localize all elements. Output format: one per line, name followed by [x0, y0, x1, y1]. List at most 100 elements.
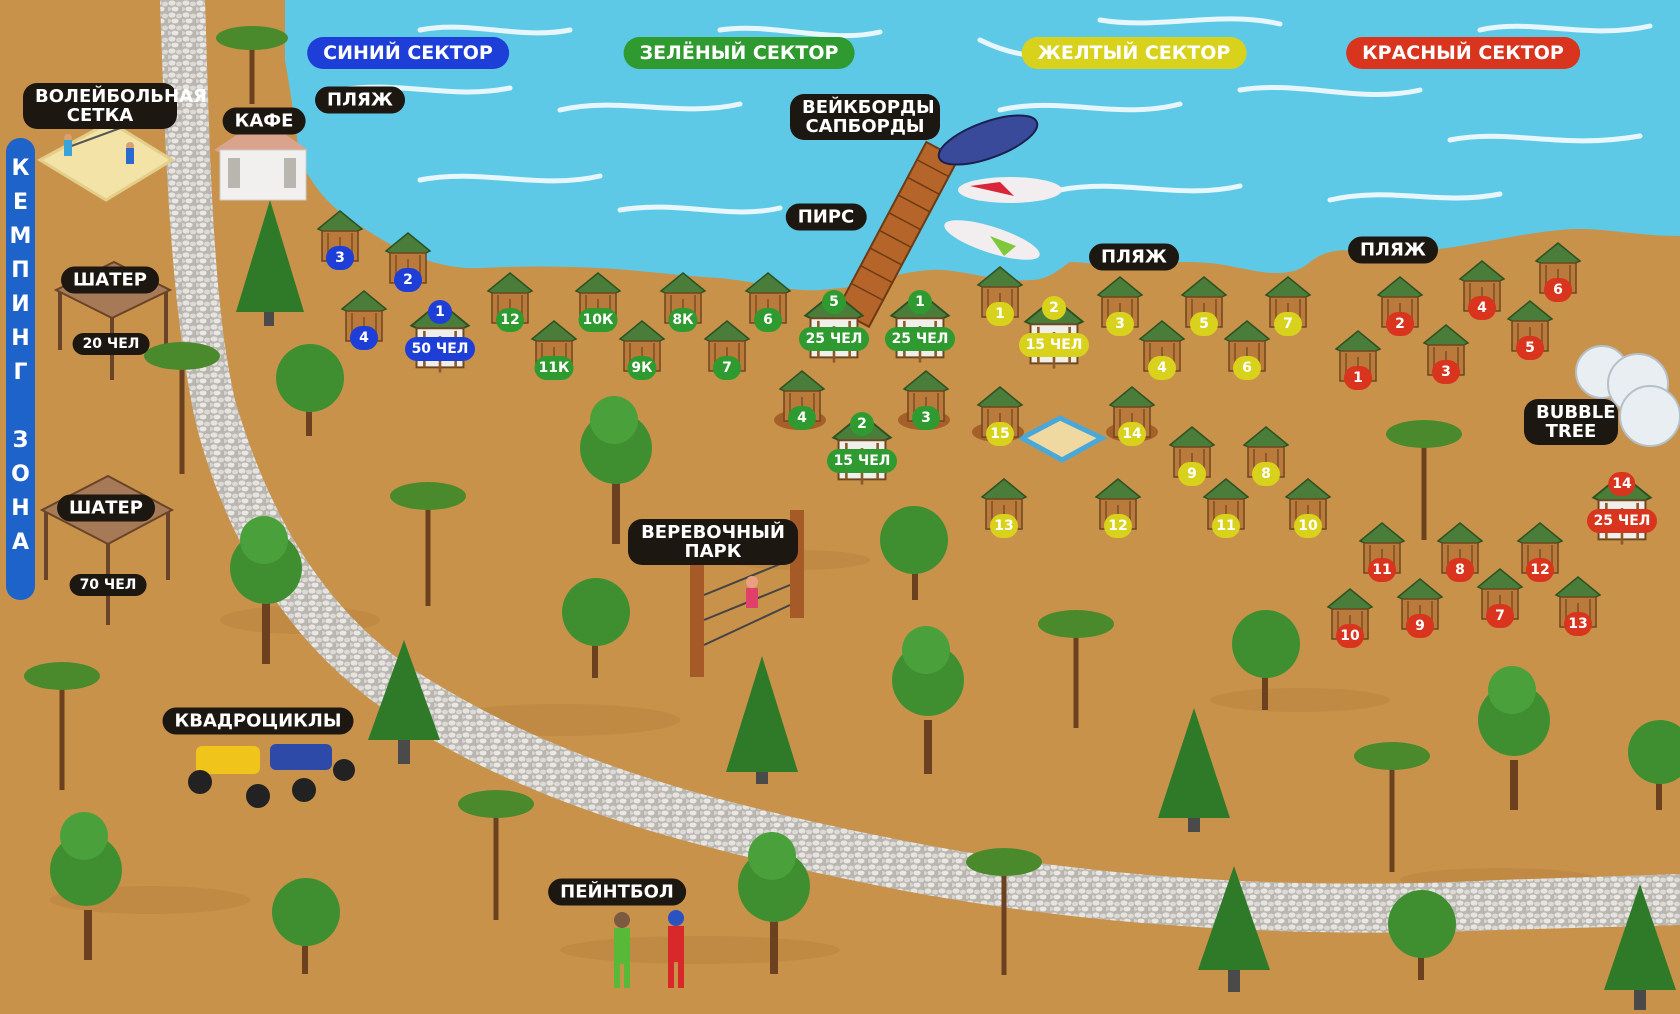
- gazebo-red-11[interactable]: 11: [1356, 519, 1408, 585]
- gazebo-green-3[interactable]: 3: [900, 367, 952, 433]
- gazebo-red-9[interactable]: 9: [1394, 575, 1446, 641]
- gazebo-green-9К[interactable]: 9К: [616, 317, 668, 383]
- tent-label-1[interactable]: ШАТЕР: [61, 266, 159, 294]
- gazebo-red-8[interactable]: 8: [1434, 519, 1486, 585]
- gazebo-number: 4: [788, 406, 816, 431]
- gazebo-yellow-12[interactable]: 12: [1092, 475, 1144, 541]
- pier-label[interactable]: ПИРС: [785, 203, 867, 231]
- gazebo-number: 5: [822, 290, 846, 315]
- gazebo-number: 6: [1544, 278, 1572, 303]
- gazebo-blue-3[interactable]: 3: [314, 207, 366, 273]
- gazebo-green-7[interactable]: 7: [701, 317, 753, 383]
- gazebo-red-6[interactable]: 6: [1532, 239, 1584, 305]
- gazebo-number: 4: [1148, 356, 1176, 381]
- cafe-pavilion-icon: [214, 118, 308, 201]
- sector-yellow[interactable]: ЖЕЛТЫЙ СЕКТОР: [1021, 37, 1247, 69]
- gazebo-yellow-8[interactable]: 8: [1240, 423, 1292, 489]
- gazebo-number: 2: [394, 268, 422, 293]
- gazebo-number: 9К: [627, 356, 657, 381]
- gazebo-yellow-5[interactable]: 5: [1178, 273, 1230, 339]
- gazebo-number: 14: [1608, 472, 1636, 497]
- camping-zone-label: К Е М П И Н Г З О Н А: [6, 138, 35, 600]
- gazebo-red-2[interactable]: 2: [1374, 273, 1426, 339]
- gazebo-yellow-13[interactable]: 13: [978, 475, 1030, 541]
- gazebo-number: 5: [1190, 312, 1218, 337]
- beach-label-red[interactable]: ПЛЯЖ: [1348, 236, 1438, 264]
- gazebo-yellow-6[interactable]: 6: [1221, 317, 1273, 383]
- gazebo-number: 8: [1252, 462, 1280, 487]
- rope-park-label[interactable]: ВЕРЕВОЧНЫЙ ПАРК: [628, 519, 798, 565]
- gazebo-yellow-1[interactable]: 1: [974, 263, 1026, 329]
- pier: [835, 140, 960, 329]
- gazebo-number: 9: [1406, 614, 1434, 639]
- gazebo-red-7[interactable]: 7: [1474, 565, 1526, 631]
- gazebo-yellow-9[interactable]: 9: [1166, 423, 1218, 489]
- gazebo-red-3[interactable]: 3: [1420, 321, 1472, 387]
- gazebo-red-4[interactable]: 4: [1456, 257, 1508, 323]
- tent-capacity-2: 70 ЧЕЛ: [69, 574, 147, 596]
- gazebo-yellow-4[interactable]: 4: [1136, 317, 1188, 383]
- bubble-tree-label[interactable]: BUBBLE TREE: [1524, 399, 1618, 445]
- gazebo-number: 10: [1294, 514, 1322, 539]
- gazebo-yellow-10[interactable]: 10: [1282, 475, 1334, 541]
- gazebo-green-12[interactable]: 12: [484, 269, 536, 335]
- gazebo-number: 3: [1432, 360, 1460, 385]
- gazebo-number: 15: [986, 422, 1014, 447]
- gazebo-yellow-14[interactable]: 14: [1106, 383, 1158, 449]
- gazebo-number: 10К: [578, 308, 618, 333]
- sector-blue[interactable]: СИНИЙ СЕКТОР: [307, 37, 509, 69]
- volleyball-label[interactable]: ВОЛЕЙБОЛЬНАЯ СЕТКА: [23, 83, 207, 129]
- sector-green[interactable]: ЗЕЛЁНЫЙ СЕКТОР: [623, 37, 855, 69]
- gazebo-number: 8: [1446, 558, 1474, 583]
- sector-red[interactable]: КРАСНЫЙ СЕКТОР: [1346, 37, 1580, 69]
- pine-icon: [24, 26, 1676, 1010]
- cafe-label[interactable]: КАФЕ: [222, 107, 306, 135]
- gazebo-yellow-3[interactable]: 3: [1094, 273, 1146, 339]
- gazebo-green-10К[interactable]: 10К: [572, 269, 624, 335]
- gazebo-number: 7: [1486, 604, 1514, 629]
- camping-letter: К: [11, 156, 30, 181]
- tent-label-2[interactable]: ШАТЕР: [57, 494, 155, 522]
- gazebo-yellow-7[interactable]: 7: [1262, 273, 1314, 339]
- gazebo-number: 11: [1368, 558, 1396, 583]
- wakeboards-label[interactable]: ВЕЙКБОРДЫ САПБОРДЫ: [790, 94, 940, 140]
- gazebo-number: 13: [1564, 612, 1592, 637]
- gazebo-yellow-11[interactable]: 11: [1200, 475, 1252, 541]
- paintball-player-icon: [614, 910, 684, 988]
- gazebo-red-12[interactable]: 12: [1514, 519, 1566, 585]
- camping-letter: А: [11, 530, 30, 555]
- beach-label-blue[interactable]: ПЛЯЖ: [315, 86, 405, 114]
- camping-letter: О: [11, 462, 30, 487]
- gazebo-blue-4[interactable]: 4: [338, 287, 390, 353]
- gazebo-number: 5: [1516, 336, 1544, 361]
- gazebo-icon: [1180, 276, 1228, 331]
- gazebo-yellow-2[interactable]: 2 15 ЧЕЛ: [1009, 293, 1099, 379]
- gazebo-number: 13: [990, 514, 1018, 539]
- paintball-label[interactable]: ПЕЙНТБОЛ: [548, 878, 686, 906]
- gazebo-number: 1: [986, 302, 1014, 327]
- gazebo-blue-2[interactable]: 2: [382, 229, 434, 295]
- gazebo-number: 8К: [668, 308, 698, 333]
- gazebo-green-11К[interactable]: 11К: [528, 317, 580, 383]
- gazebo-capacity: 25 ЧЕЛ: [885, 326, 955, 351]
- gazebo-red-5[interactable]: 5: [1504, 297, 1556, 363]
- gazebo-green-8К[interactable]: 8К: [657, 269, 709, 335]
- gazebo-red-13[interactable]: 13: [1552, 573, 1604, 639]
- gazebo-red-1[interactable]: 1: [1332, 327, 1384, 393]
- gazebo-yellow-15[interactable]: 15: [974, 383, 1026, 449]
- gazebo-number: 12: [1104, 514, 1132, 539]
- gazebo-capacity: 50 ЧЕЛ: [405, 336, 475, 361]
- gazebo-number: 9: [1178, 462, 1206, 487]
- gazebo-green-4[interactable]: 4: [776, 367, 828, 433]
- beach-label-yellow[interactable]: ПЛЯЖ: [1089, 243, 1179, 271]
- atv-label[interactable]: КВАДРОЦИКЛЫ: [162, 707, 354, 735]
- gazebo-red-10[interactable]: 10: [1324, 585, 1376, 651]
- gazebo-green-6[interactable]: 6: [742, 269, 794, 335]
- gazebo-capacity: 15 ЧЕЛ: [1019, 332, 1089, 357]
- gazebo-number: 2: [1042, 296, 1066, 321]
